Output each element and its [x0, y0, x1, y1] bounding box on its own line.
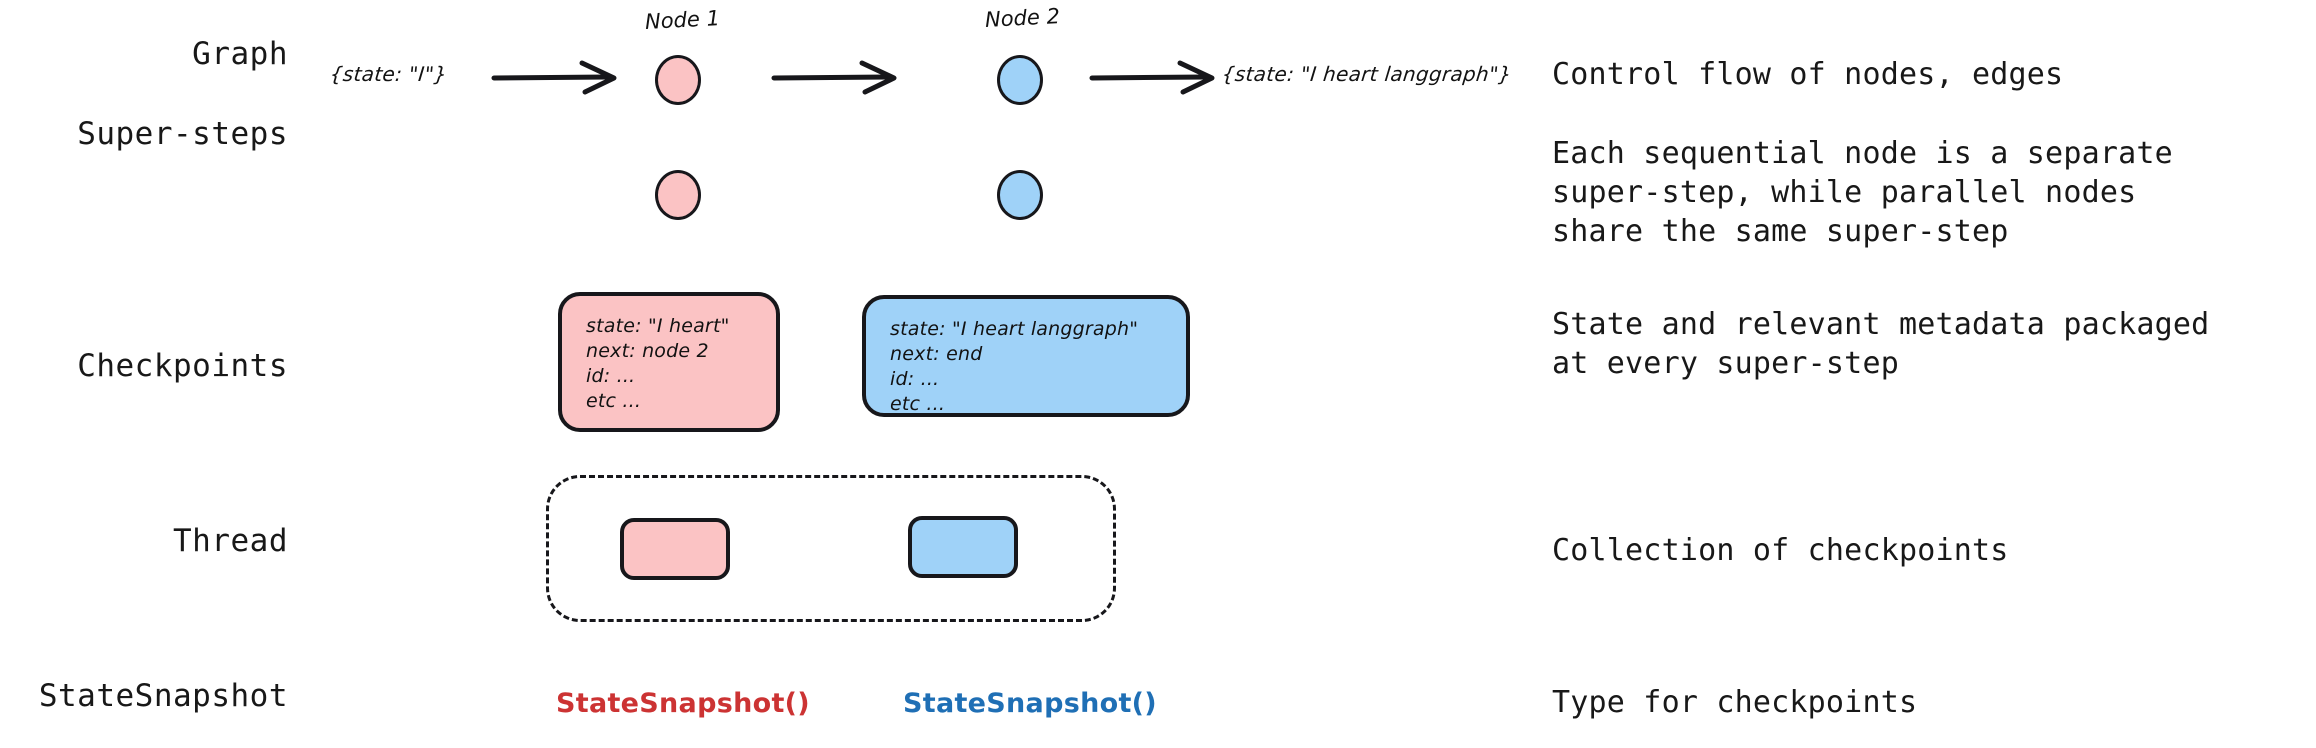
checkpoint-line: id: ... [586, 365, 636, 387]
description-graph: Control flow of nodes, edges [1552, 57, 2064, 92]
row-label-super-steps: Super-steps [77, 116, 288, 152]
thread-chip-blue [908, 516, 1018, 578]
graph-node-1 [655, 55, 701, 105]
checkpoint-line: state: "I heart" [586, 315, 730, 337]
statesnapshot-code-pink: StateSnapshot() [556, 688, 810, 719]
row-label-checkpoints: Checkpoints [77, 348, 288, 384]
row-label-statesnapshot: StateSnapshot [38, 678, 288, 714]
checkpoint-box-blue: state: "I heart langgraph" next: end id:… [862, 295, 1190, 417]
graph-arrow-1 [491, 60, 617, 95]
row-label-thread: Thread [173, 523, 288, 559]
checkpoint-line: id: ... [890, 368, 940, 390]
thread-container [546, 475, 1116, 622]
checkpoint-line: etc ... [586, 390, 642, 412]
description-super-steps: Each sequential node is a separate super… [1552, 136, 2173, 249]
node-1-title: Node 1 [644, 6, 721, 34]
checkpoint-line: next: end [890, 343, 983, 365]
graph-arrow-2 [771, 60, 897, 95]
checkpoint-line: next: node 2 [586, 340, 709, 362]
superstep-node-2 [997, 170, 1043, 220]
checkpoint-line: etc ... [890, 393, 946, 415]
row-label-graph: Graph [192, 36, 288, 72]
node-2-title: Node 2 [984, 4, 1061, 32]
statesnapshot-code-blue: StateSnapshot() [903, 688, 1157, 719]
description-statesnapshot: Type for checkpoints [1552, 685, 1918, 720]
superstep-node-1 [655, 170, 701, 220]
checkpoint-box-pink: state: "I heart" next: node 2 id: ... et… [558, 292, 780, 432]
graph-input-state-label: {state: "I"} [328, 62, 449, 86]
graph-node-2 [997, 55, 1043, 105]
checkpoint-line: state: "I heart langgraph" [890, 318, 1139, 340]
thread-chip-pink [620, 518, 730, 580]
description-thread: Collection of checkpoints [1552, 533, 2009, 568]
graph-output-state-label: {state: "I heart langgraph"} [1220, 62, 1513, 86]
graph-arrow-3 [1089, 60, 1215, 95]
description-checkpoints: State and relevant metadata packaged at … [1552, 307, 2210, 381]
